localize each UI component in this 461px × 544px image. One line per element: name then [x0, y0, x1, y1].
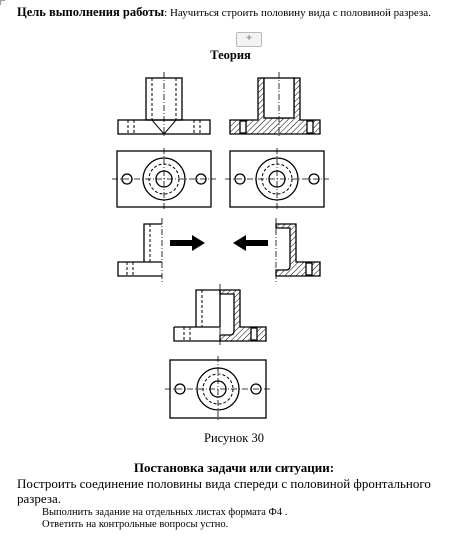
page-corner-mark	[0, 0, 5, 5]
task-heading: Постановка задачи или ситуации:	[133, 460, 335, 475]
figure-30-drawing	[112, 72, 329, 422]
task-step: Ответить на контрольные вопросы устно.	[42, 519, 229, 530]
add-button[interactable]: +	[236, 32, 262, 47]
goal-label: Цель выполнения работы	[17, 5, 165, 19]
task-step: Выполнить задание на отдельных листах фо…	[42, 507, 288, 518]
figure-caption: Рисунок 30	[204, 431, 264, 445]
combined-top-view	[165, 356, 271, 422]
top-view-right	[225, 148, 329, 210]
left-arrow-icon	[233, 235, 268, 251]
half-section-right	[275, 218, 321, 282]
half-view-left	[117, 218, 163, 282]
section-view-right	[229, 72, 321, 138]
task-steps: Выполнить задание на отдельных листах фо…	[42, 507, 287, 531]
goal-text: : Научиться строить половину вида с поло…	[164, 7, 431, 19]
theory-heading: Теория	[210, 48, 251, 62]
front-view-left	[117, 72, 211, 138]
top-view-left	[112, 148, 216, 210]
goal-line: Цель выполнения работы: Научиться строит…	[17, 4, 457, 21]
task-text: Построить соединение половины вида спере…	[17, 476, 431, 506]
right-arrow-icon	[170, 235, 205, 251]
combined-front-view	[173, 284, 267, 347]
